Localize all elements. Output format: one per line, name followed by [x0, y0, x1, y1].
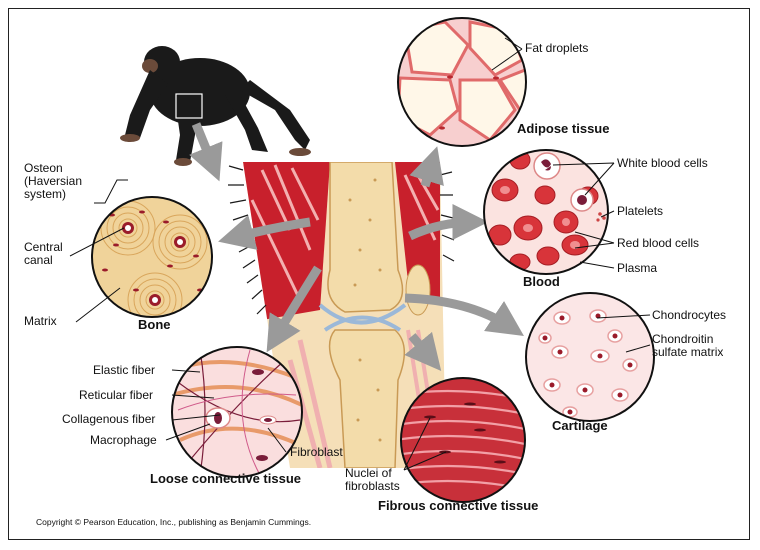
loose-connective-tissue-title: Loose connective tissue — [150, 471, 301, 486]
central-canal-label-line2: canal — [24, 254, 53, 267]
macrophage-label: Macrophage — [90, 434, 157, 447]
red-blood-cells-label: Red blood cells — [617, 237, 699, 250]
bone-micrograph — [92, 197, 212, 327]
fibroblast-label: Fibroblast — [290, 446, 343, 459]
osteon-label-line3: system) — [24, 188, 66, 201]
collagenous-fiber-label: Collagenous fiber — [62, 413, 155, 426]
blood-title: Blood — [523, 274, 560, 289]
white-blood-cells-label: White blood cells — [617, 157, 708, 170]
fat-droplets-label: Fat droplets — [525, 42, 588, 55]
chondrocytes-label: Chondrocytes — [652, 309, 726, 322]
cartilage-title: Cartilage — [552, 418, 608, 433]
zoom-arrow — [196, 124, 214, 168]
adipose-tissue-title: Adipose tissue — [517, 121, 609, 136]
chondroitin-label-line2: sulfate matrix — [652, 346, 723, 359]
copyright-notice: Copyright © Pearson Education, Inc., pub… — [36, 517, 311, 527]
platelets-label: Platelets — [617, 205, 663, 218]
matrix-label: Matrix — [24, 315, 57, 328]
fibrous-connective-tissue-title: Fibrous connective tissue — [378, 498, 538, 513]
chimpanzee-illustration — [120, 46, 311, 166]
loose-connective-micrograph — [172, 347, 302, 477]
blood-micrograph — [484, 150, 608, 274]
plasma-label: Plasma — [617, 262, 657, 275]
nuclei-label-line2: fibroblasts — [345, 480, 400, 493]
elastic-fiber-label: Elastic fiber — [93, 364, 155, 377]
bone-title: Bone — [138, 317, 171, 332]
reticular-fiber-label: Reticular fiber — [79, 389, 153, 402]
cartilage-micrograph — [526, 293, 654, 421]
chondroitin-label-line1: Chondroitin — [652, 333, 713, 346]
